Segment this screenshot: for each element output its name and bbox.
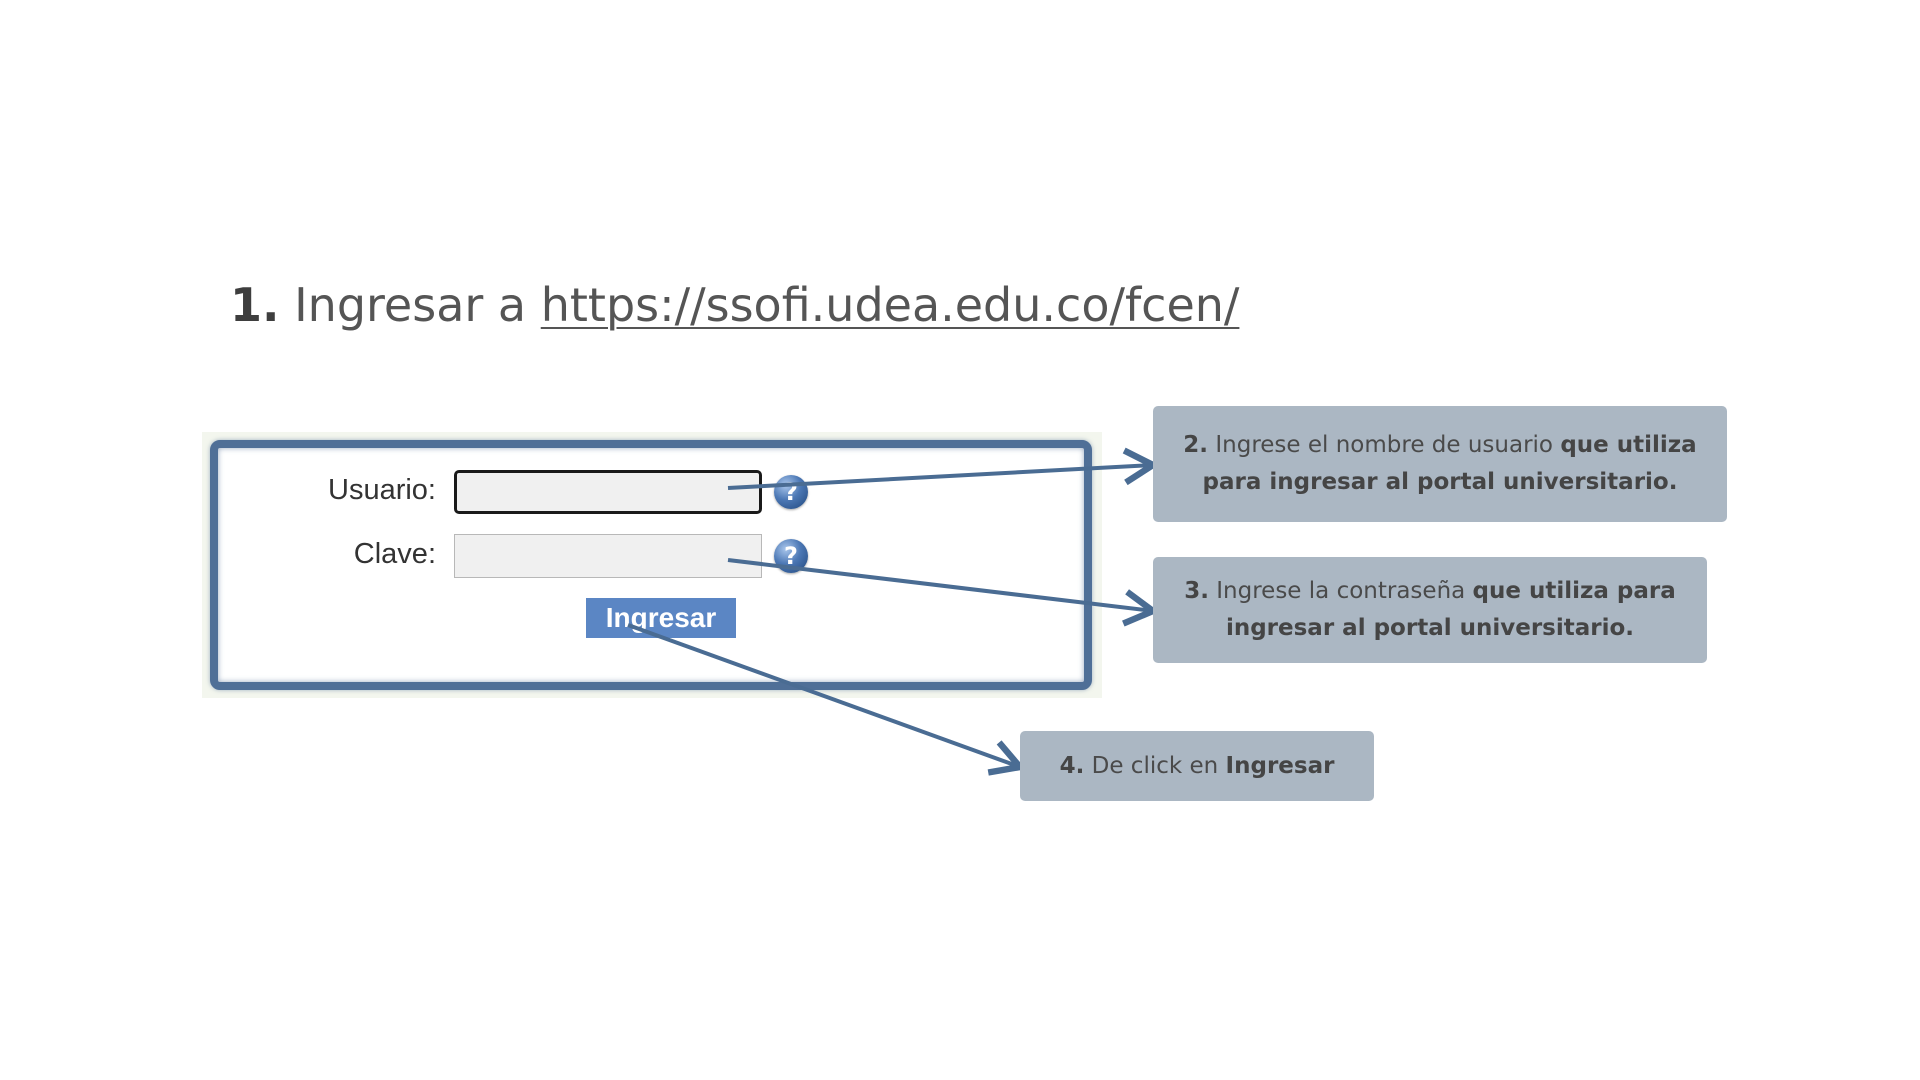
password-help-icon[interactable]: ? bbox=[774, 539, 808, 573]
callout-step-3: 3. Ingrese la contraseña que utiliza par… bbox=[1153, 557, 1707, 663]
password-label: Clave: bbox=[353, 538, 436, 570]
portal-link[interactable]: https://ssofi.udea.edu.co/fcen/ bbox=[540, 278, 1240, 332]
user-help-icon[interactable]: ? bbox=[774, 475, 808, 509]
callout-4-text: De click en bbox=[1091, 752, 1219, 779]
step-1-heading: 1. Ingresar a https://ssofi.udea.edu.co/… bbox=[230, 278, 1239, 333]
callout-3-number: 3. bbox=[1184, 578, 1209, 604]
user-label: Usuario: bbox=[328, 474, 436, 506]
step-number: 1. bbox=[230, 278, 280, 332]
callout-step-2: 2. Ingrese el nombre de usuario que util… bbox=[1153, 406, 1727, 522]
callout-2-text: Ingrese el nombre de usuario bbox=[1215, 432, 1553, 458]
callout-3-text: Ingrese la contraseña bbox=[1216, 578, 1466, 604]
callout-4-bold: Ingresar bbox=[1225, 752, 1335, 779]
ingresar-button[interactable]: Ingresar bbox=[586, 598, 736, 638]
callout-3-bold: que utiliza para ingresar al portal univ… bbox=[1225, 578, 1676, 641]
callout-2-number: 2. bbox=[1183, 432, 1209, 458]
login-screenshot: Usuario: ? Clave: ? Ingresar bbox=[202, 432, 1102, 698]
callout-step-4: 4. De click en Ingresar bbox=[1020, 731, 1374, 801]
callout-4-number: 4. bbox=[1059, 752, 1085, 779]
login-panel: Usuario: ? Clave: ? Ingresar bbox=[210, 440, 1092, 690]
step-text: Ingresar a bbox=[294, 278, 527, 332]
user-input[interactable] bbox=[454, 470, 762, 514]
callout-2-bold: que utiliza para ingresar al portal univ… bbox=[1202, 432, 1697, 495]
password-input[interactable] bbox=[454, 534, 762, 578]
